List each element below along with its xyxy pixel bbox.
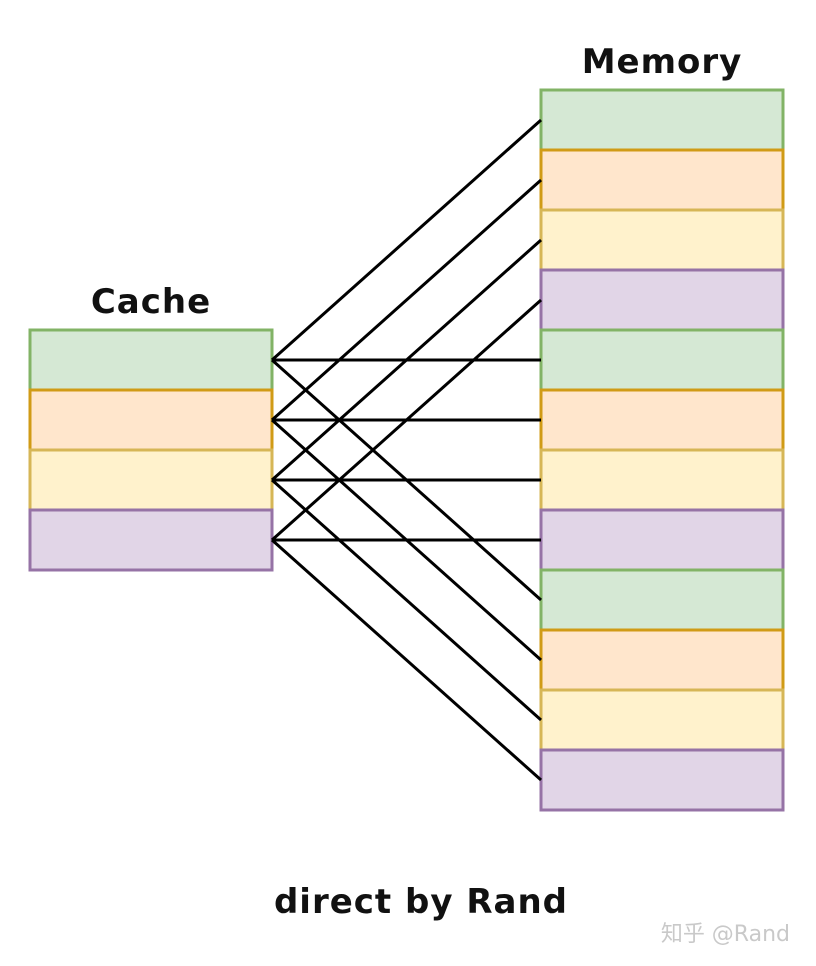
memory-block-10-yellow	[539, 688, 785, 752]
memory-block-1-orange	[539, 148, 785, 212]
memory-block-11-purple	[539, 748, 785, 812]
mapping-line-cache2-mem2	[271, 238, 542, 482]
cache-title: Cache	[90, 282, 212, 322]
memory-title: Memory	[581, 42, 743, 82]
memory-block-4-green	[539, 328, 785, 392]
mapping-line-cache3-mem3	[271, 298, 542, 542]
watermark-text: 知乎 @Rand	[660, 922, 790, 947]
mapping-line-cache2-mem10	[271, 478, 542, 722]
memory-block-7-purple	[539, 508, 785, 572]
memory-block-2-yellow	[539, 208, 785, 272]
mapping-line-cache3-mem11	[271, 538, 542, 782]
memory-block-6-yellow	[539, 448, 785, 512]
cache-block-2-yellow	[28, 448, 274, 512]
memory-block-0-green	[539, 88, 785, 152]
cache-block-1-orange	[28, 388, 274, 452]
memory-block-9-orange	[539, 628, 785, 692]
mapping-line-cache0-mem0	[271, 118, 542, 362]
memory-block-3-purple	[539, 268, 785, 332]
memory-block-5-orange	[539, 388, 785, 452]
mapping-line-cache1-mem1	[271, 178, 542, 422]
cache-block-3-purple	[28, 508, 274, 572]
memory-block-8-green	[539, 568, 785, 632]
cache-block-0-green	[28, 328, 274, 392]
caption-text: direct by Rand	[273, 882, 569, 922]
